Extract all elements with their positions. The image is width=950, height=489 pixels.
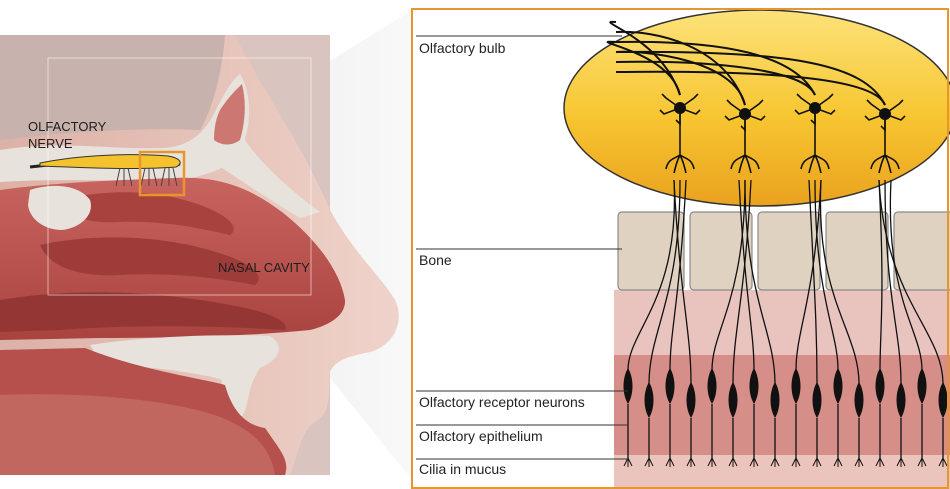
olfactory-nerve-label-line1: OLFACTORY — [28, 119, 107, 134]
olfactory-bulb-label: Olfactory bulb — [419, 40, 506, 56]
epithelium-label: Olfactory epithelium — [419, 428, 543, 444]
cilia-label: Cilia in mucus — [419, 461, 506, 477]
nasal-cavity-label: NASAL CAVITY — [218, 260, 310, 275]
nasal-anatomy-illustration: OLFACTORY NERVE NASAL CAVITY — [0, 10, 412, 480]
receptor-neurons-label: Olfactory receptor neurons — [419, 394, 585, 410]
olfactory-nerve-label-line2: NERVE — [28, 136, 73, 151]
bone-label: Bone — [419, 252, 452, 268]
olfactory-detail-panel: Olfactory bulb Bone Olfactory receptor n… — [412, 8, 950, 489]
lamina-propria-layer — [614, 290, 950, 362]
